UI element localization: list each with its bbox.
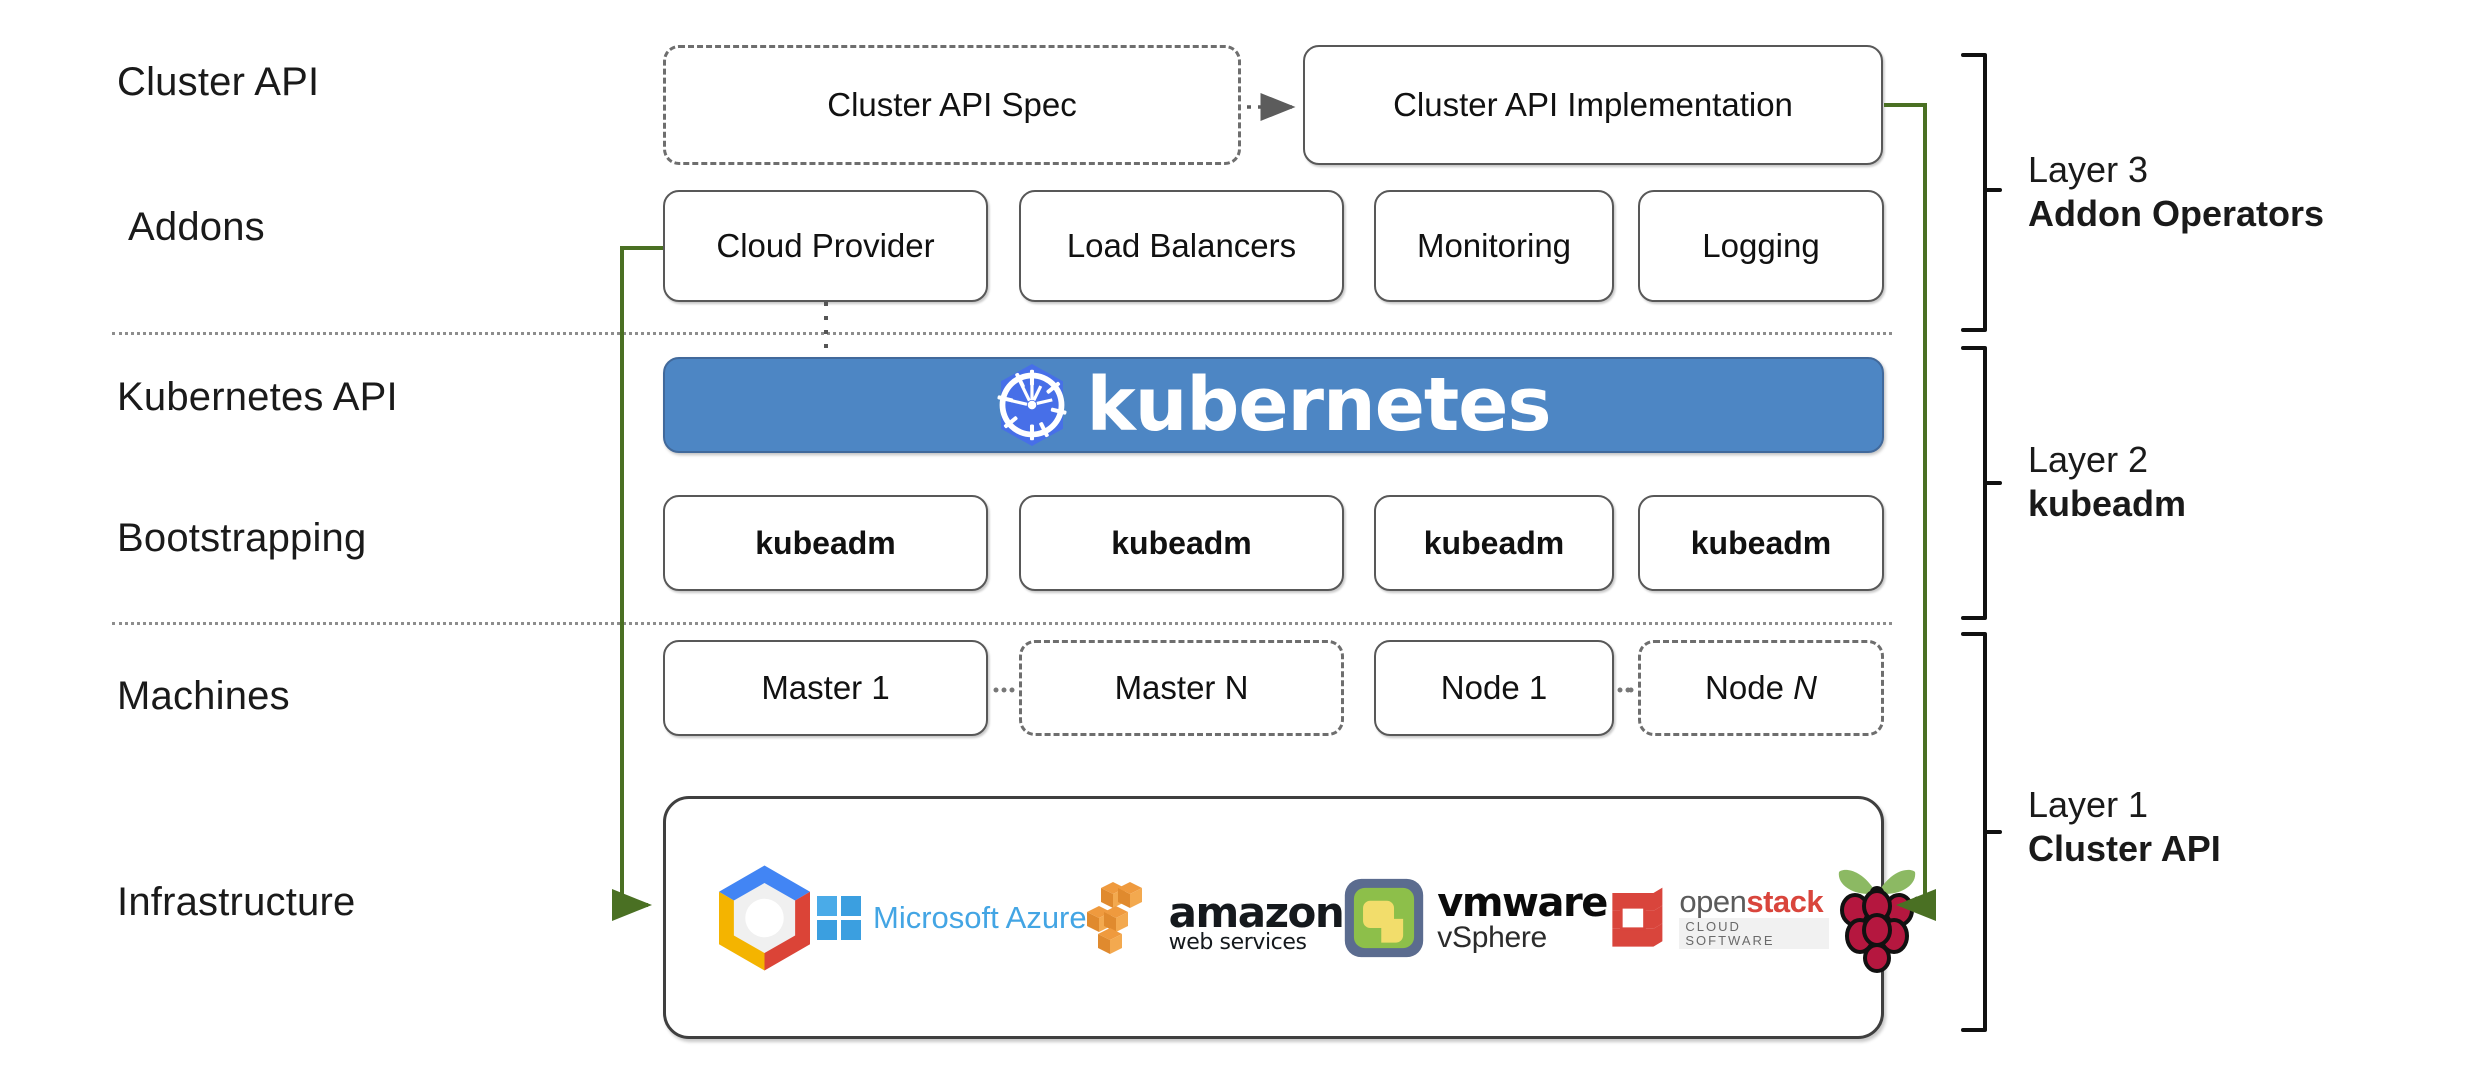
box-label: Master 1 bbox=[761, 669, 890, 707]
box-label: kubeadm bbox=[1111, 524, 1252, 561]
box-kubeadm-3[interactable]: kubeadm bbox=[1374, 495, 1614, 591]
amazon-web-services-logo: amazon web services bbox=[1086, 881, 1345, 955]
box-node-n[interactable]: Node N bbox=[1638, 640, 1884, 736]
bracket-layer-2 bbox=[1961, 346, 2002, 620]
row-label-kubernetes-api: Kubernetes API bbox=[117, 375, 398, 419]
box-cluster-api-spec[interactable]: Cluster API Spec bbox=[663, 45, 1241, 165]
box-label: Node 1 bbox=[1440, 669, 1548, 707]
box-monitoring[interactable]: Monitoring bbox=[1374, 190, 1614, 302]
layer-3-caption: Layer 3 Addon Operators bbox=[2028, 148, 2324, 236]
windows-flag-icon bbox=[817, 895, 861, 940]
layer-1-name: Cluster API bbox=[2028, 827, 2221, 869]
box-label: Master N bbox=[1114, 669, 1249, 707]
infrastructure-container: Microsoft Azure am bbox=[663, 796, 1924, 1039]
vmware-primary-text: vmware bbox=[1437, 879, 1608, 926]
box-node-1[interactable]: Node 1 bbox=[1374, 640, 1614, 736]
machines-ellipsis-2 bbox=[1617, 687, 1634, 693]
openstack-icon bbox=[1612, 887, 1663, 947]
row-label-bootstrapping: Bootstrapping bbox=[117, 516, 367, 560]
box-cloud-provider[interactable]: Cloud Provider bbox=[663, 190, 988, 302]
kubernetes-helm-icon bbox=[997, 363, 1068, 447]
openstack-secondary-text: CLOUD SOFTWARE bbox=[1679, 918, 1829, 950]
raspberry-pi-icon: ® bbox=[1838, 869, 1924, 973]
aws-secondary-text: web services bbox=[1168, 929, 1307, 955]
layer-2-number: Layer 2 bbox=[2028, 439, 2149, 480]
green-path-right bbox=[1884, 103, 1936, 921]
box-label: Logging bbox=[1702, 227, 1820, 265]
box-label: Cluster API Spec bbox=[827, 86, 1077, 124]
box-label: Cluster API Implementation bbox=[1393, 86, 1793, 124]
box-logging[interactable]: Logging bbox=[1638, 190, 1884, 302]
kubernetes-wordmark: kubernetes bbox=[1086, 362, 1551, 448]
layer-3-name: Addon Operators bbox=[2028, 192, 2325, 234]
box-label: Node N bbox=[1705, 669, 1817, 707]
row-label-addons: Addons bbox=[128, 205, 265, 249]
vmware-wordmark: vmware vSphere bbox=[1437, 879, 1608, 954]
layer-3-number: Layer 3 bbox=[2028, 149, 2149, 190]
aws-primary-text: amazon bbox=[1168, 887, 1345, 937]
divider-layer3-layer2 bbox=[112, 332, 1892, 335]
box-master-n[interactable]: Master N bbox=[1019, 640, 1344, 736]
box-label: Cloud Provider bbox=[716, 227, 935, 265]
box-kubeadm-4[interactable]: kubeadm bbox=[1638, 495, 1884, 591]
kubernetes-banner: kubernetes bbox=[663, 357, 1884, 453]
azure-wordmark: Microsoft Azure bbox=[873, 899, 1087, 935]
layer-1-caption: Layer 1 Cluster API bbox=[2028, 783, 2221, 871]
aws-wordmark: amazon web services bbox=[1168, 887, 1345, 955]
layer-2-caption: Layer 2 kubeadm bbox=[2028, 438, 2186, 526]
box-kubeadm-1[interactable]: kubeadm bbox=[663, 495, 988, 591]
box-label: kubeadm bbox=[1423, 524, 1565, 561]
vsphere-secondary-text: vSphere bbox=[1437, 920, 1547, 954]
layer-2-name: kubeadm bbox=[2028, 482, 2187, 524]
raspberry-pi-logo: ® bbox=[1829, 862, 1925, 974]
bracket-layer-3 bbox=[1961, 53, 2002, 332]
openstack-logo: openstack CLOUD SOFTWARE bbox=[1607, 883, 1829, 953]
openstack-wordmark: openstack CLOUD SOFTWARE bbox=[1679, 883, 1829, 950]
box-label: Load Balancers bbox=[1066, 227, 1297, 265]
box-master-1[interactable]: Master 1 bbox=[663, 640, 988, 736]
layer-1-number: Layer 1 bbox=[2028, 784, 2149, 825]
google-cloud-platform-logo bbox=[712, 862, 817, 974]
microsoft-azure-logo: Microsoft Azure bbox=[817, 895, 1087, 940]
box-kubeadm-2[interactable]: kubeadm bbox=[1019, 495, 1344, 591]
box-label: Monitoring bbox=[1416, 227, 1572, 265]
row-label-machines: Machines bbox=[117, 674, 290, 718]
svg-text:®: ® bbox=[1911, 895, 1924, 910]
divider-layer2-layer1 bbox=[112, 622, 1892, 625]
bracket-layer-1 bbox=[1961, 632, 2002, 1032]
vsphere-icon bbox=[1345, 878, 1424, 957]
box-label: kubeadm bbox=[1690, 524, 1832, 561]
green-path-left bbox=[612, 246, 663, 921]
box-label: kubeadm bbox=[755, 524, 896, 561]
openstack-primary-text: openstack bbox=[1679, 883, 1824, 919]
row-label-infrastructure: Infrastructure bbox=[117, 880, 356, 924]
machines-ellipsis-1 bbox=[993, 687, 1015, 693]
vmware-vsphere-logo: vmware vSphere bbox=[1343, 877, 1608, 959]
aws-cubes-icon bbox=[1086, 881, 1165, 954]
row-label-cluster-api: Cluster API bbox=[117, 60, 320, 104]
box-cluster-api-implementation[interactable]: Cluster API Implementation bbox=[1303, 45, 1883, 165]
box-load-balancers[interactable]: Load Balancers bbox=[1019, 190, 1344, 302]
